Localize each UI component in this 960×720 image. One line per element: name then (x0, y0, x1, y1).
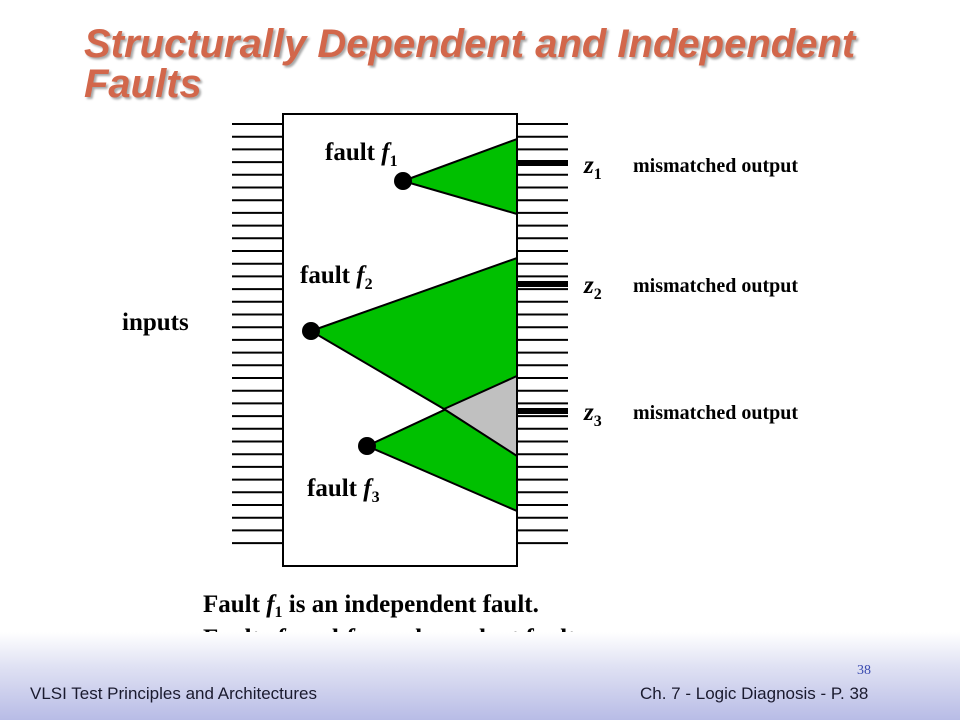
output-leads (517, 123, 568, 545)
output-z2-status: mismatched output (633, 275, 798, 297)
fault-f1-label: fault f1 (325, 139, 398, 170)
slide-title: Structurally Dependent and Independent F… (84, 24, 884, 104)
slide-title-line1: Structurally Dependent and Independent (84, 22, 856, 66)
page-number: 38 (857, 663, 871, 678)
overlap-region (441, 374, 518, 458)
footer-band (0, 632, 960, 720)
caption-line1: Fault f1 is an independent fault. (203, 591, 539, 621)
input-leads (232, 123, 283, 545)
slide-title-line2: Faults (84, 62, 202, 106)
output-z2-name: z2 (583, 272, 602, 303)
fault-f3-site (358, 437, 376, 455)
fault-f1-cone (399, 137, 518, 216)
fault-f2-label: fault f2 (300, 262, 373, 293)
fault-f2-site (302, 322, 320, 340)
output-z3-name: z3 (583, 399, 602, 430)
fault-diagram: fault f1 fault f2 fault f3 inputs z1 z2 … (122, 113, 798, 567)
fault-f3-label: fault f3 (307, 475, 380, 506)
output-z1-status: mismatched output (633, 155, 798, 177)
footer-course-title: VLSI Test Principles and Architectures (30, 684, 317, 703)
fault-f1-site (394, 172, 412, 190)
inputs-label: inputs (122, 309, 189, 336)
output-z3-status: mismatched output (633, 402, 798, 424)
footer-chapter: Ch. 7 - Logic Diagnosis - P. 38 (640, 684, 869, 703)
output-z1-name: z1 (583, 152, 602, 183)
